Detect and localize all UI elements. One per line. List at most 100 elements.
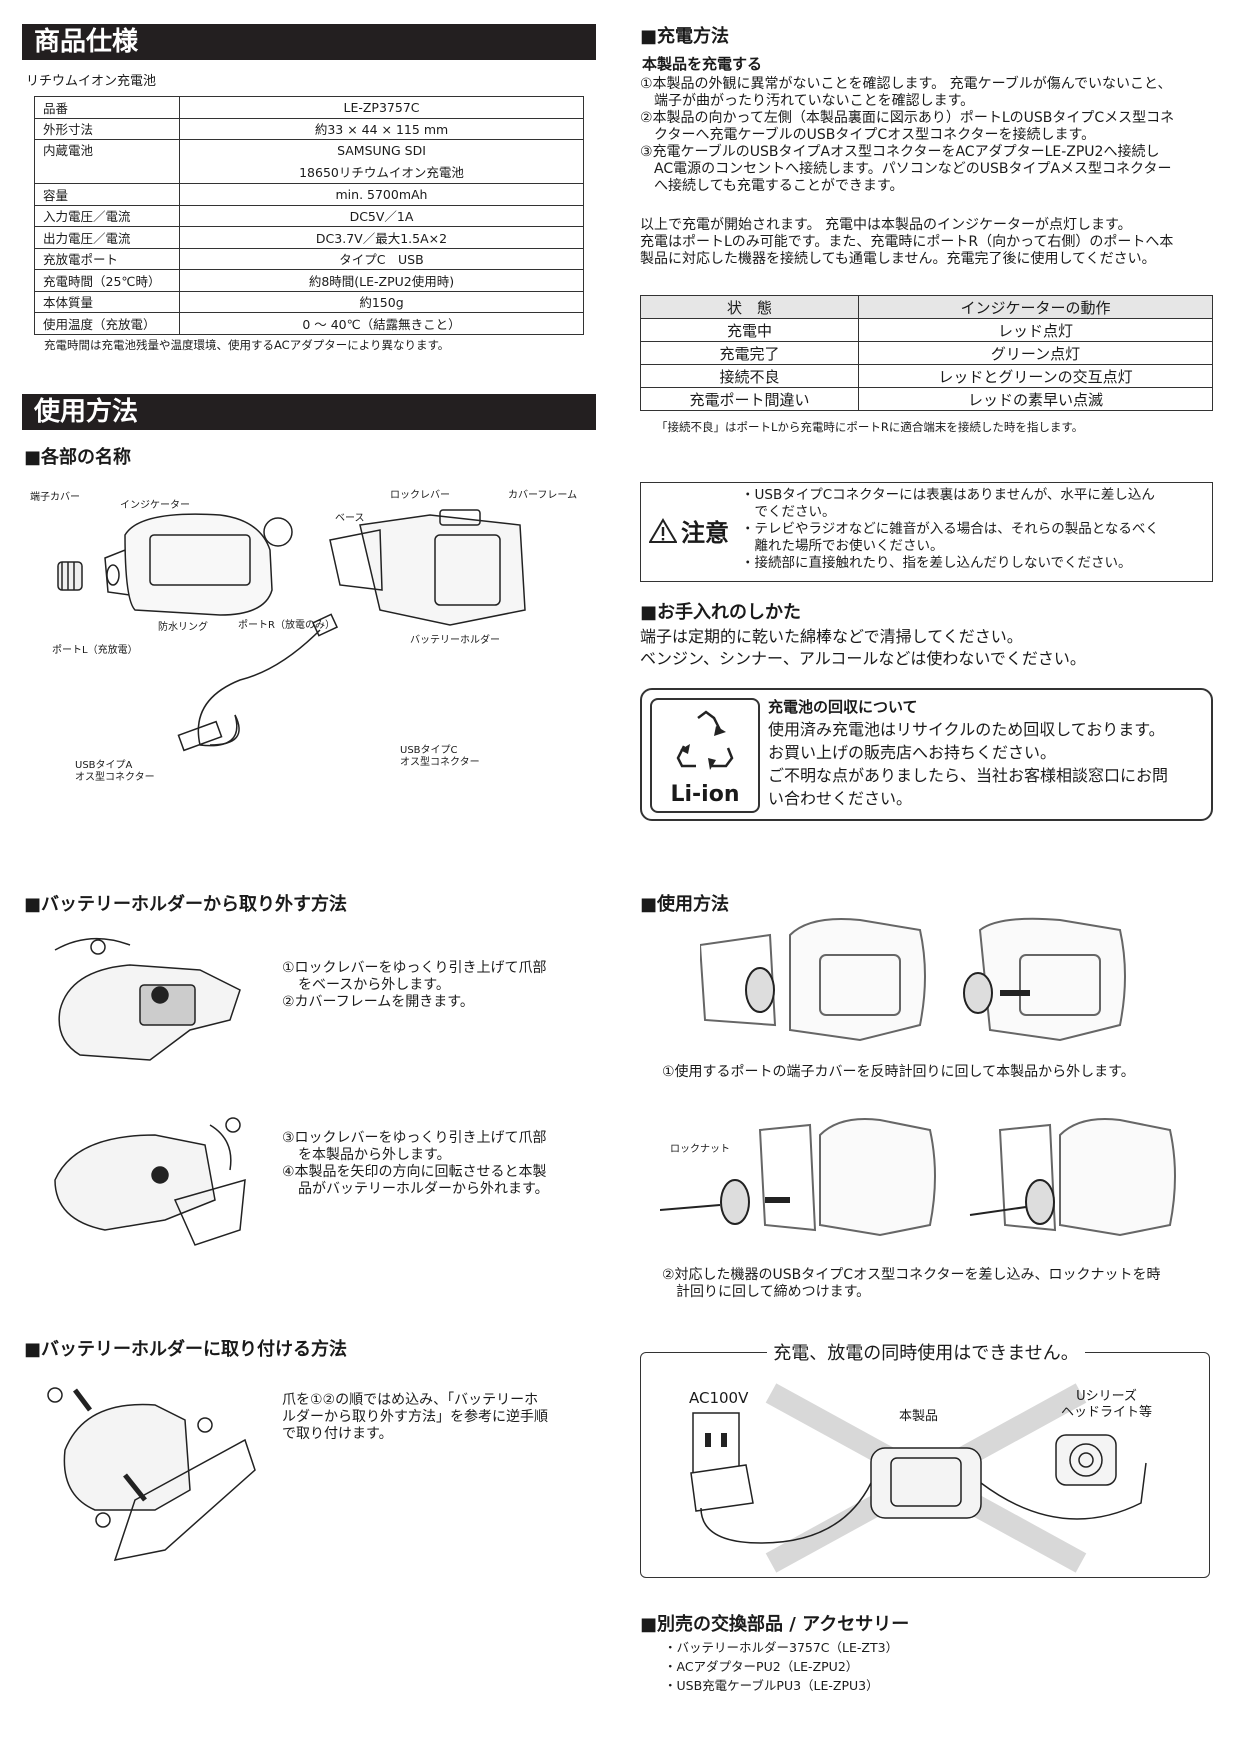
- nosim-product: 本製品: [899, 1409, 939, 1424]
- text-line: ・テレビやラジオなどに雑音が入る場合は、それらの製品となるべく: [741, 521, 1159, 537]
- spec-value: 約33 × 44 × 115 mm: [179, 117, 584, 140]
- text-line: でください。: [741, 504, 836, 520]
- caution-box: 注意 ・USBタイプCコネクターには表裏はありませんが、水平に差し込ん でくださ…: [640, 482, 1213, 582]
- spec-label: 使用温度（充放電）: [34, 312, 180, 335]
- parts-diagram: 端子カバー インジケーター 防水リング ポートR（放電のみ） ポートL（充放電）…: [30, 480, 590, 800]
- text-line: ③充電ケーブルのUSBタイプAオス型コネクターをACアダプターLE-ZPU2へ接…: [640, 144, 1160, 160]
- spec-label: 本体質量: [34, 290, 180, 313]
- indicator-row: 充電中レッド点灯: [640, 318, 1213, 342]
- remove-heading: ■バッテリーホルダーから取り外す方法: [24, 894, 348, 915]
- parts-heading: ■各部の名称: [24, 447, 132, 468]
- care-heading: ■お手入れのしかた: [640, 602, 802, 623]
- spec-value: 約8時間(LE-ZPU2使用時): [179, 269, 584, 292]
- spec-row: 充放電ポートタイプC USB: [34, 247, 584, 270]
- indicator-row: 接続不良レッドとグリーンの交互点灯: [640, 364, 1213, 388]
- label-cap: 端子カバー: [30, 492, 80, 503]
- text-line: AC電源のコンセントへ接続します。パソコンなどのUSBタイプAメス型コネクター: [640, 161, 1172, 177]
- howto-illustration-2: ロックナット: [659, 1110, 1200, 1250]
- caution-items: ・USBタイプCコネクターには表裏はありませんが、水平に差し込ん でください。・…: [741, 487, 1159, 572]
- spec-label: 入力電圧／電流: [34, 204, 180, 227]
- nosim-box: 充電、放電の同時使用はできません。 AC100V 本製品 Uシリーズ ヘッドライ…: [640, 1343, 1210, 1578]
- howto-heading: ■使用方法: [640, 894, 730, 915]
- warning-icon: [649, 517, 677, 543]
- caution-label: 注意: [681, 519, 729, 547]
- nosim-title: 充電、放電の同時使用はできません。: [767, 1343, 1085, 1364]
- spec-value: 約150g: [179, 290, 584, 313]
- indicator-state: 充電ポート間違い: [640, 387, 859, 411]
- label-holder: バッテリーホルダー: [410, 635, 500, 646]
- caution-label-wrap: 注意: [649, 513, 729, 548]
- spec-label: 外形寸法: [34, 117, 180, 140]
- remove-illustration-1: [40, 930, 250, 1090]
- text-line: ②本製品の向かって左側（本製品裏面に図示あり）ポートLのUSBタイプCメス型コネ: [640, 110, 1175, 126]
- charge-steps: ①本製品の外観に異常がないことを確認します。 充電ケーブルが傷んでいないこと、 …: [640, 76, 1174, 195]
- recycle-mark: Li-ion: [650, 698, 760, 813]
- spec-row: 充電時間（25℃時）約8時間(LE-ZPU2使用時): [34, 269, 584, 292]
- spec-value: min. 5700mAh: [179, 183, 584, 206]
- text-line: クターへ充電ケーブルのUSBタイプCオス型コネクターを接続します。: [640, 127, 1096, 143]
- care-lines: 端子は定期的に乾いた綿棒などで清掃してください。 ベンジン、シンナー、アルコール…: [640, 627, 1086, 668]
- text-line: 製品に対応した機器を接続しても通電しません。充電完了後に使用してください。: [640, 251, 1156, 267]
- remove-step34: ③ロックレバーをゆっくり引き上げて爪部 を本製品から外します。 ④本製品を矢印の…: [282, 1130, 549, 1197]
- spec-value: LE-ZP3757C: [179, 96, 584, 119]
- label-cover-frame: カバーフレーム: [508, 490, 578, 501]
- spec-row: 本体質量約150g: [34, 290, 584, 313]
- text-line: ・接続部に直接触れたり、指を差し込んだりしないでください。: [741, 555, 1132, 571]
- spec-label: 品番: [34, 96, 180, 119]
- text-line: 離れた場所でお使いください。: [741, 538, 944, 554]
- howto-illustration-1: [698, 915, 1200, 1055]
- attach-text: 爪を①②の順ではめ込み、「バッテリーホ ルダーから取り外す方法」を参考に逆手順 …: [282, 1392, 548, 1442]
- attach-illustration: [45, 1380, 265, 1570]
- spec-label: 充電時間（25℃時）: [34, 269, 180, 292]
- charge-heading: ■充電方法: [640, 26, 730, 47]
- charge-after: 以上で充電が開始されます。 充電中は本製品のインジケーターが点灯します。充電はポ…: [640, 217, 1173, 268]
- acc-heading: ■別売の交換部品 / アクセサリー: [640, 1614, 910, 1635]
- nosim-title-wrap: 充電、放電の同時使用はできません。: [641, 1339, 1211, 1365]
- text-line: ・USBタイプCコネクターには表裏はありませんが、水平に差し込ん: [741, 487, 1155, 503]
- label-usb-a: USBタイプA: [75, 760, 133, 771]
- recycle-icon: [676, 710, 734, 770]
- text-line: 端子が曲がったり汚れていないことを確認します。: [640, 93, 975, 109]
- spec-value: DC5V／1A: [179, 204, 584, 227]
- text-line: 以上で充電が開始されます。 充電中は本製品のインジケーターが点灯します。: [640, 217, 1132, 233]
- attach-heading: ■バッテリーホルダーに取り付ける方法: [24, 1339, 348, 1360]
- indicator-state: 充電中: [640, 318, 859, 342]
- remove-step12: ①ロックレバーをゆっくり引き上げて爪部 をベースから外します。 ②カバーフレーム…: [282, 960, 547, 1010]
- label-base: ベース: [335, 513, 365, 524]
- text-line: 充電はポートLのみ可能です。また、充電時にポートR（向かって右側）のポートへ本: [640, 234, 1174, 250]
- indicator-state: 接続不良: [640, 364, 859, 388]
- spec-value: DC3.7V／最大1.5A×2: [179, 226, 584, 249]
- charge-sub: 本製品を充電する: [642, 55, 763, 73]
- spec-value: 0 ～ 40℃（結露無きこと）: [179, 312, 584, 335]
- nosim-headlight: Uシリーズ ヘッドライト等: [1061, 1389, 1153, 1420]
- text-line: へ接続しても充電することができます。: [640, 178, 904, 194]
- nosim-illustration: [690, 1383, 1147, 1573]
- recycle-title: 充電池の回収について: [768, 698, 918, 716]
- label-lock-lever: ロックレバー: [390, 490, 450, 501]
- indicator-row: 充電ポート間違いレッドの素早い点滅: [640, 387, 1213, 411]
- spec-label: 内蔵電池: [34, 139, 180, 184]
- recycle-box: Li-ion 充電池の回収について 使用済み充電池はリサイクルのため回収しており…: [640, 688, 1213, 821]
- spec-row: 外形寸法約33 × 44 × 115 mm: [34, 117, 584, 140]
- spec-value-line: 18650リチウムイオン充電池: [188, 161, 575, 183]
- label-usb-a2: オス型コネクター: [75, 772, 155, 783]
- label-waterproof: 防水リング: [158, 622, 208, 633]
- spec-subtitle: リチウムイオン充電池: [26, 74, 157, 89]
- indicator-row: 充電完了グリーン点灯: [640, 341, 1213, 365]
- spec-label: 充放電ポート: [34, 247, 180, 270]
- indicator-head-state: 状 態: [640, 295, 859, 319]
- nosim-ac: AC100V: [689, 1389, 749, 1407]
- spec-note: 充電時間は充電池残量や温度環境、使用するACアダプターにより異なります。: [44, 338, 450, 352]
- spec-label: 容量: [34, 183, 180, 206]
- spec-value: タイプC USB: [179, 247, 584, 270]
- howto-step1: ①使用するポートの端子カバーを反時計回りに回して本製品から外します。: [662, 1064, 1135, 1080]
- label-portL: ポートL（充放電）: [52, 645, 138, 656]
- usage-title: 使用方法: [22, 394, 596, 430]
- indicator-action: レッドの素早い点滅: [858, 387, 1213, 411]
